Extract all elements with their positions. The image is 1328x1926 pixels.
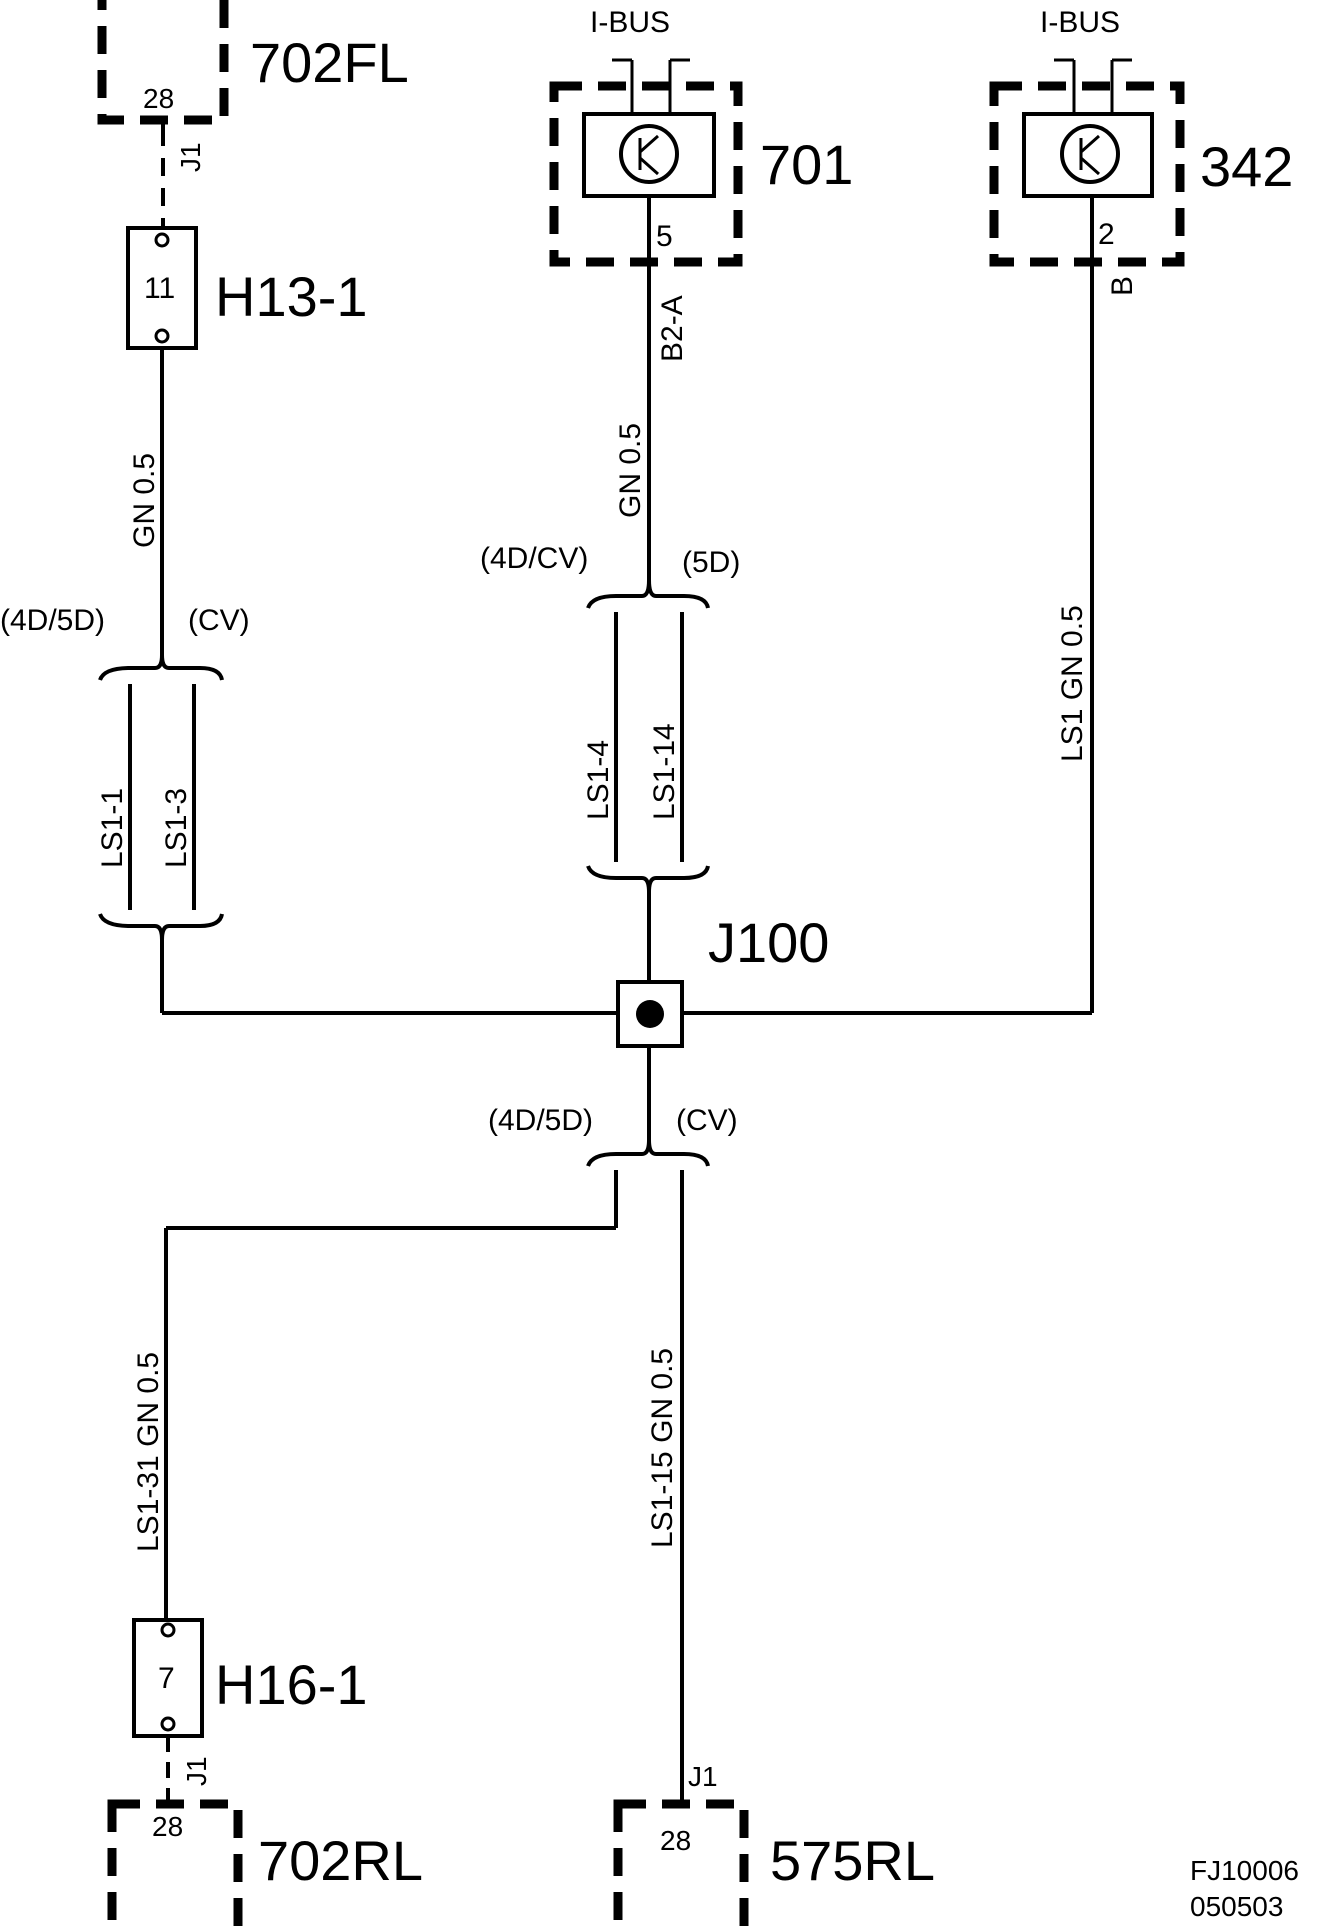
variant-label-4d5d-bottom: (4D/5D)	[488, 1104, 593, 1137]
component-701-bus: I-BUS	[590, 6, 670, 39]
variant-label-cv-bottom: (CV)	[676, 1104, 738, 1137]
component-342-pin: 2	[1098, 218, 1115, 251]
connector-702fl-pin: 28	[143, 83, 174, 114]
diagram-code: FJ10006	[1190, 1855, 1299, 1886]
component-342: I-BUS 342 2 B	[989, 6, 1293, 1013]
connector-575rl: 28 575RL	[613, 1799, 935, 1926]
connector-702rl: 28 702RL	[107, 1799, 423, 1926]
splice-h16-1-label: H16-1	[215, 1653, 368, 1716]
wire-label-342: LS1 GN 0.5	[1056, 605, 1089, 762]
connector-702rl-conn: J1	[181, 1756, 212, 1786]
connector-702rl-label: 702RL	[258, 1829, 423, 1892]
splice-h16-1-pin: 7	[158, 1662, 175, 1695]
wire-label-h13: GN 0.5	[128, 453, 161, 548]
wire-label-575: LS1-15 GN 0.5	[646, 1348, 679, 1548]
splice-h13-1-label: H13-1	[215, 265, 368, 328]
component-701-conn: B2-A	[656, 295, 689, 362]
connector-575rl-pin: 28	[660, 1825, 691, 1856]
wire-label-h16: LS1-31 GN 0.5	[132, 1352, 165, 1552]
splice-ls1-3: LS1-3	[160, 788, 193, 868]
junction-j100: J100	[616, 911, 829, 1048]
component-342-conn: B	[1106, 276, 1139, 296]
component-701-pin: 5	[656, 220, 673, 253]
connector-575rl-conn: J1	[688, 1761, 718, 1792]
wire-label-701: GN 0.5	[614, 423, 647, 518]
connector-702fl-conn: J1	[175, 142, 206, 172]
component-701: I-BUS 701 5 B2-A	[549, 6, 853, 580]
splice-h16-1: 7 H16-1	[132, 1618, 368, 1738]
variant-label-4d5d-left: (4D/5D)	[0, 604, 105, 637]
component-342-label: 342	[1200, 135, 1293, 198]
variant-label-4dcv: (4D/CV)	[480, 542, 588, 575]
component-701-label: 701	[760, 133, 853, 196]
connector-575rl-label: 575RL	[770, 1829, 935, 1892]
connector-702fl-label: 702FL	[250, 31, 409, 94]
splice-h13-1-pin: 11	[144, 272, 175, 305]
variant-label-5d: (5D)	[682, 546, 740, 579]
variant-label-cv-left: (CV)	[188, 604, 250, 637]
splice-ls1-1: LS1-1	[96, 788, 129, 868]
component-342-bus: I-BUS	[1040, 6, 1120, 39]
diagram-date: 050503	[1190, 1891, 1283, 1922]
junction-j100-label: J100	[708, 911, 829, 974]
splice-h13-1: 11 H13-1	[126, 226, 368, 350]
splice-ls1-4: LS1-4	[582, 740, 615, 820]
connector-702rl-pin: 28	[152, 1811, 183, 1842]
splice-ls1-14: LS1-14	[648, 723, 681, 820]
connector-702fl: 28 702FL J1	[97, 0, 409, 228]
